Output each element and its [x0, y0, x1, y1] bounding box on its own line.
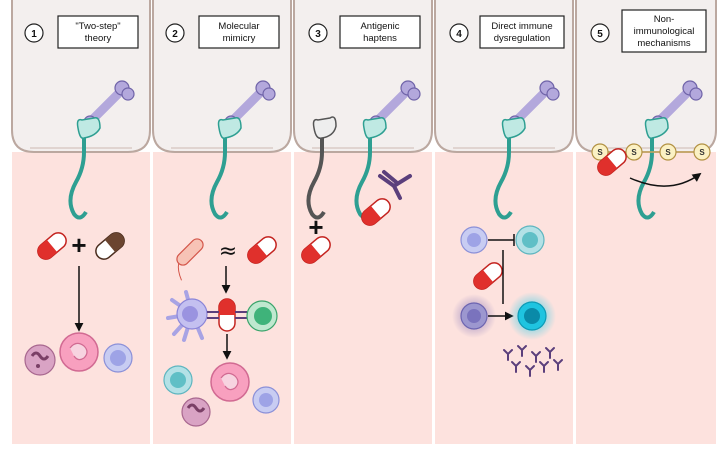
panel-2-number-badge: [165, 23, 185, 43]
panel-5-sulfur-label-1: S: [597, 148, 603, 157]
panel-5-disulfide-bonds: S S S S: [591, 143, 711, 161]
panel-1-drug-pill-red: [37, 232, 67, 260]
panel-4-header: 4 Direct immune dysregulation: [449, 15, 565, 49]
panel-2-dendritic-cell: [166, 290, 208, 342]
panel-1-header: 1 "Two-step" theory: [24, 15, 139, 49]
panel-4-activated-cell-teal: [508, 292, 556, 340]
panel-3-number-badge: [308, 23, 328, 43]
panel-2-t-cell-green: [246, 300, 278, 332]
panel-5-title-line-3: mechanisms: [637, 38, 691, 49]
panel-1-drug-pill-brown: [95, 232, 125, 260]
panel-4-drug-pill: [473, 262, 503, 290]
panel-4-inhibition-line: [488, 234, 515, 246]
panel-1-number-badge: [24, 23, 44, 43]
panel-5-cytoplasm: [576, 152, 716, 444]
panel-3-title-box: [339, 15, 421, 49]
panel-5-number: 5: [597, 29, 603, 40]
panel-1-title-line-2: theory: [85, 33, 112, 44]
panel-4-number: 4: [456, 29, 462, 40]
panel-5-sulfur-2: [625, 143, 643, 161]
panel-5-sulfur-3: [659, 143, 677, 161]
panel-4-title-line-2: dysregulation: [494, 33, 551, 44]
panel-4-number-badge: [449, 23, 469, 43]
panel-1-cytoplasm: [12, 152, 150, 444]
panel-5-title-line-1: Non-: [654, 14, 675, 25]
panel-1-title-box: [57, 15, 139, 49]
panel-5-number-badge: [590, 23, 610, 43]
panel-3-drug-pill-bound: [361, 198, 391, 226]
panel-backgrounds: [11, 0, 717, 444]
panel-3-drug-pill-left: [301, 236, 331, 264]
panel-2-number: 2: [172, 29, 178, 40]
panel-2-tcr-receptor: [209, 116, 242, 220]
panel-5-header: 5 Non- immunological mechanisms: [590, 9, 707, 53]
panel-2-drug-pill: [247, 236, 277, 264]
panel-5-tcr-receptor: [636, 116, 669, 220]
panel-5-sulfur-label-2: S: [631, 148, 637, 157]
panel-3-plus-sign: +: [308, 212, 323, 242]
panel-5-drug-pill: [597, 148, 627, 176]
panel-1-plus-sign: +: [71, 230, 86, 260]
panel-5-sulfur-label-3: S: [665, 148, 671, 157]
panel-5-curved-arrow: [629, 172, 702, 187]
panel-1-immune-cells: [24, 332, 133, 376]
panel-2-synapse-receptors: [207, 311, 247, 319]
panel-4-t-cell-teal: [515, 225, 545, 255]
panel-4-tcr-receptor: [493, 116, 526, 220]
panel-3-number: 3: [315, 29, 321, 40]
panel-4-antibody-cluster: [503, 345, 563, 377]
panel-1-eosinophil-cell: [24, 344, 56, 376]
panel-5-title-line-2: immunological: [634, 26, 695, 37]
panel-2-eosinophil-cell: [181, 397, 211, 427]
panel-4-activated-cell-purple: [452, 294, 496, 338]
panel-2-title-line-1: Molecular: [218, 21, 259, 32]
panel-2-bacterium: [176, 238, 204, 281]
panel-2-presented-pill: [218, 298, 236, 332]
panel-4-title-box: [479, 15, 565, 49]
panel-5-sulfur-label-4: S: [699, 148, 705, 157]
panel-3-title-line-1: Antigenic: [360, 21, 399, 32]
panel-3-title-line-2: haptens: [363, 33, 397, 44]
panel-2-approximately-sign: ≈: [219, 239, 237, 264]
panel-2-title-line-2: mimicry: [223, 33, 256, 44]
panel-5-title-box: [621, 9, 707, 53]
panel-1-title-line-1: "Two-step": [75, 21, 120, 32]
panel-3-header: 3 Antigenic haptens: [308, 15, 421, 49]
panel-2-effector-cells: [163, 362, 280, 427]
panel-3-grey-receptor: [306, 116, 337, 220]
panel-2-title-box: [198, 15, 280, 49]
panel-4-cytoplasm: [435, 152, 573, 444]
panel-1-number: 1: [31, 29, 37, 40]
panel-3-antibody: [378, 170, 412, 200]
panel-1-tcr-receptor: [68, 116, 101, 220]
panel-5-sulfur-1: [591, 143, 609, 161]
panel-5-sulfur-4: [693, 143, 711, 161]
panel-4-t-cell-blue: [460, 226, 488, 254]
panel-2-header: 2 Molecular mimicry: [165, 15, 280, 49]
panel-4-title-line-1: Direct immune: [491, 21, 552, 32]
panel-3-cytoplasm: [294, 152, 432, 444]
